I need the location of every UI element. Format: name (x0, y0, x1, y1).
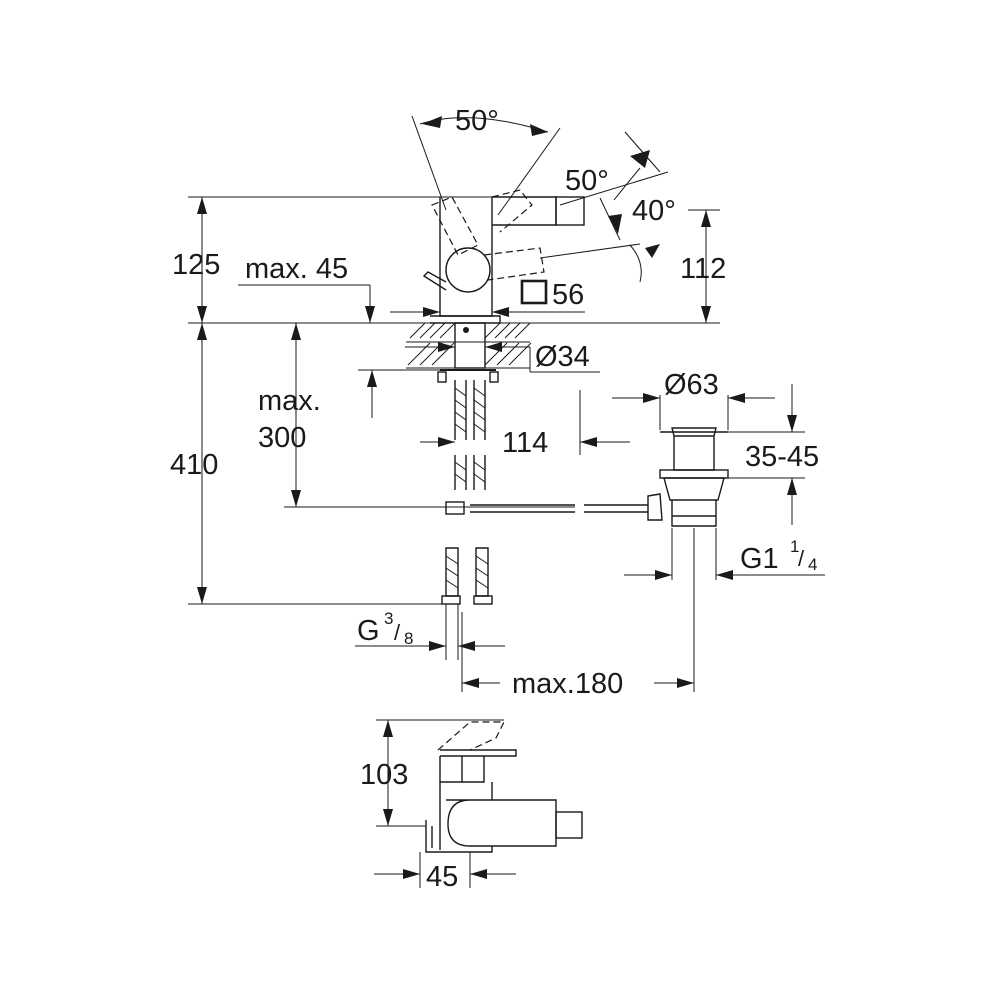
counter-surface (188, 322, 720, 383)
top-view-height-label: 103 (360, 759, 408, 791)
thread-inlet-label: G 3 / 8 (357, 609, 413, 648)
dimension-labels: 50° 50° 40° 125 max. 45 112 56 Ø34 Ø63 m… (170, 105, 819, 893)
diameter-popup-label: Ø63 (664, 369, 719, 401)
height-410-label: 410 (170, 449, 218, 481)
thread-waste-label: G1 1 / 4 (740, 537, 817, 575)
angle-lever-2-label: 50° (565, 165, 609, 197)
max-depth-value: 300 (258, 422, 306, 454)
thread-inlet-num: 3 (384, 609, 393, 628)
dimension-lines (188, 197, 825, 692)
top-view-width-label: 45 (426, 861, 458, 893)
thread-inlet-den: 8 (404, 629, 413, 648)
popup-waste (647, 427, 729, 527)
angle-spout-label: 40° (632, 195, 676, 227)
thread-waste-num: 1 (790, 537, 799, 556)
height-spout-label: 112 (680, 253, 726, 285)
diameter-base-label: Ø34 (535, 341, 590, 373)
square-icon (520, 279, 548, 305)
thread-waste-base: G1 (740, 543, 779, 575)
square-56-value: 56 (552, 279, 584, 311)
thread-inlet-slash: / (394, 620, 401, 645)
mixer-top-view (374, 719, 583, 888)
popup-range-label: 35-45 (745, 441, 819, 473)
mixer-side-view (188, 189, 585, 324)
thread-waste-slash: / (798, 546, 805, 571)
max-180-label: max.180 (512, 668, 623, 700)
popup-rod (284, 501, 648, 515)
max-depth-label: max. (258, 385, 321, 417)
square-56-label: 56 (520, 279, 584, 311)
max-offset-label: max. 45 (245, 253, 348, 285)
angle-arrows (422, 116, 660, 258)
height-total-label: 125 (172, 249, 220, 281)
spacing-114-label: 114 (502, 427, 548, 459)
thread-waste-den: 4 (808, 555, 817, 574)
thread-inlet-base: G (357, 615, 380, 647)
angle-lever-1-label: 50° (455, 105, 499, 137)
flex-hoses (441, 380, 493, 605)
